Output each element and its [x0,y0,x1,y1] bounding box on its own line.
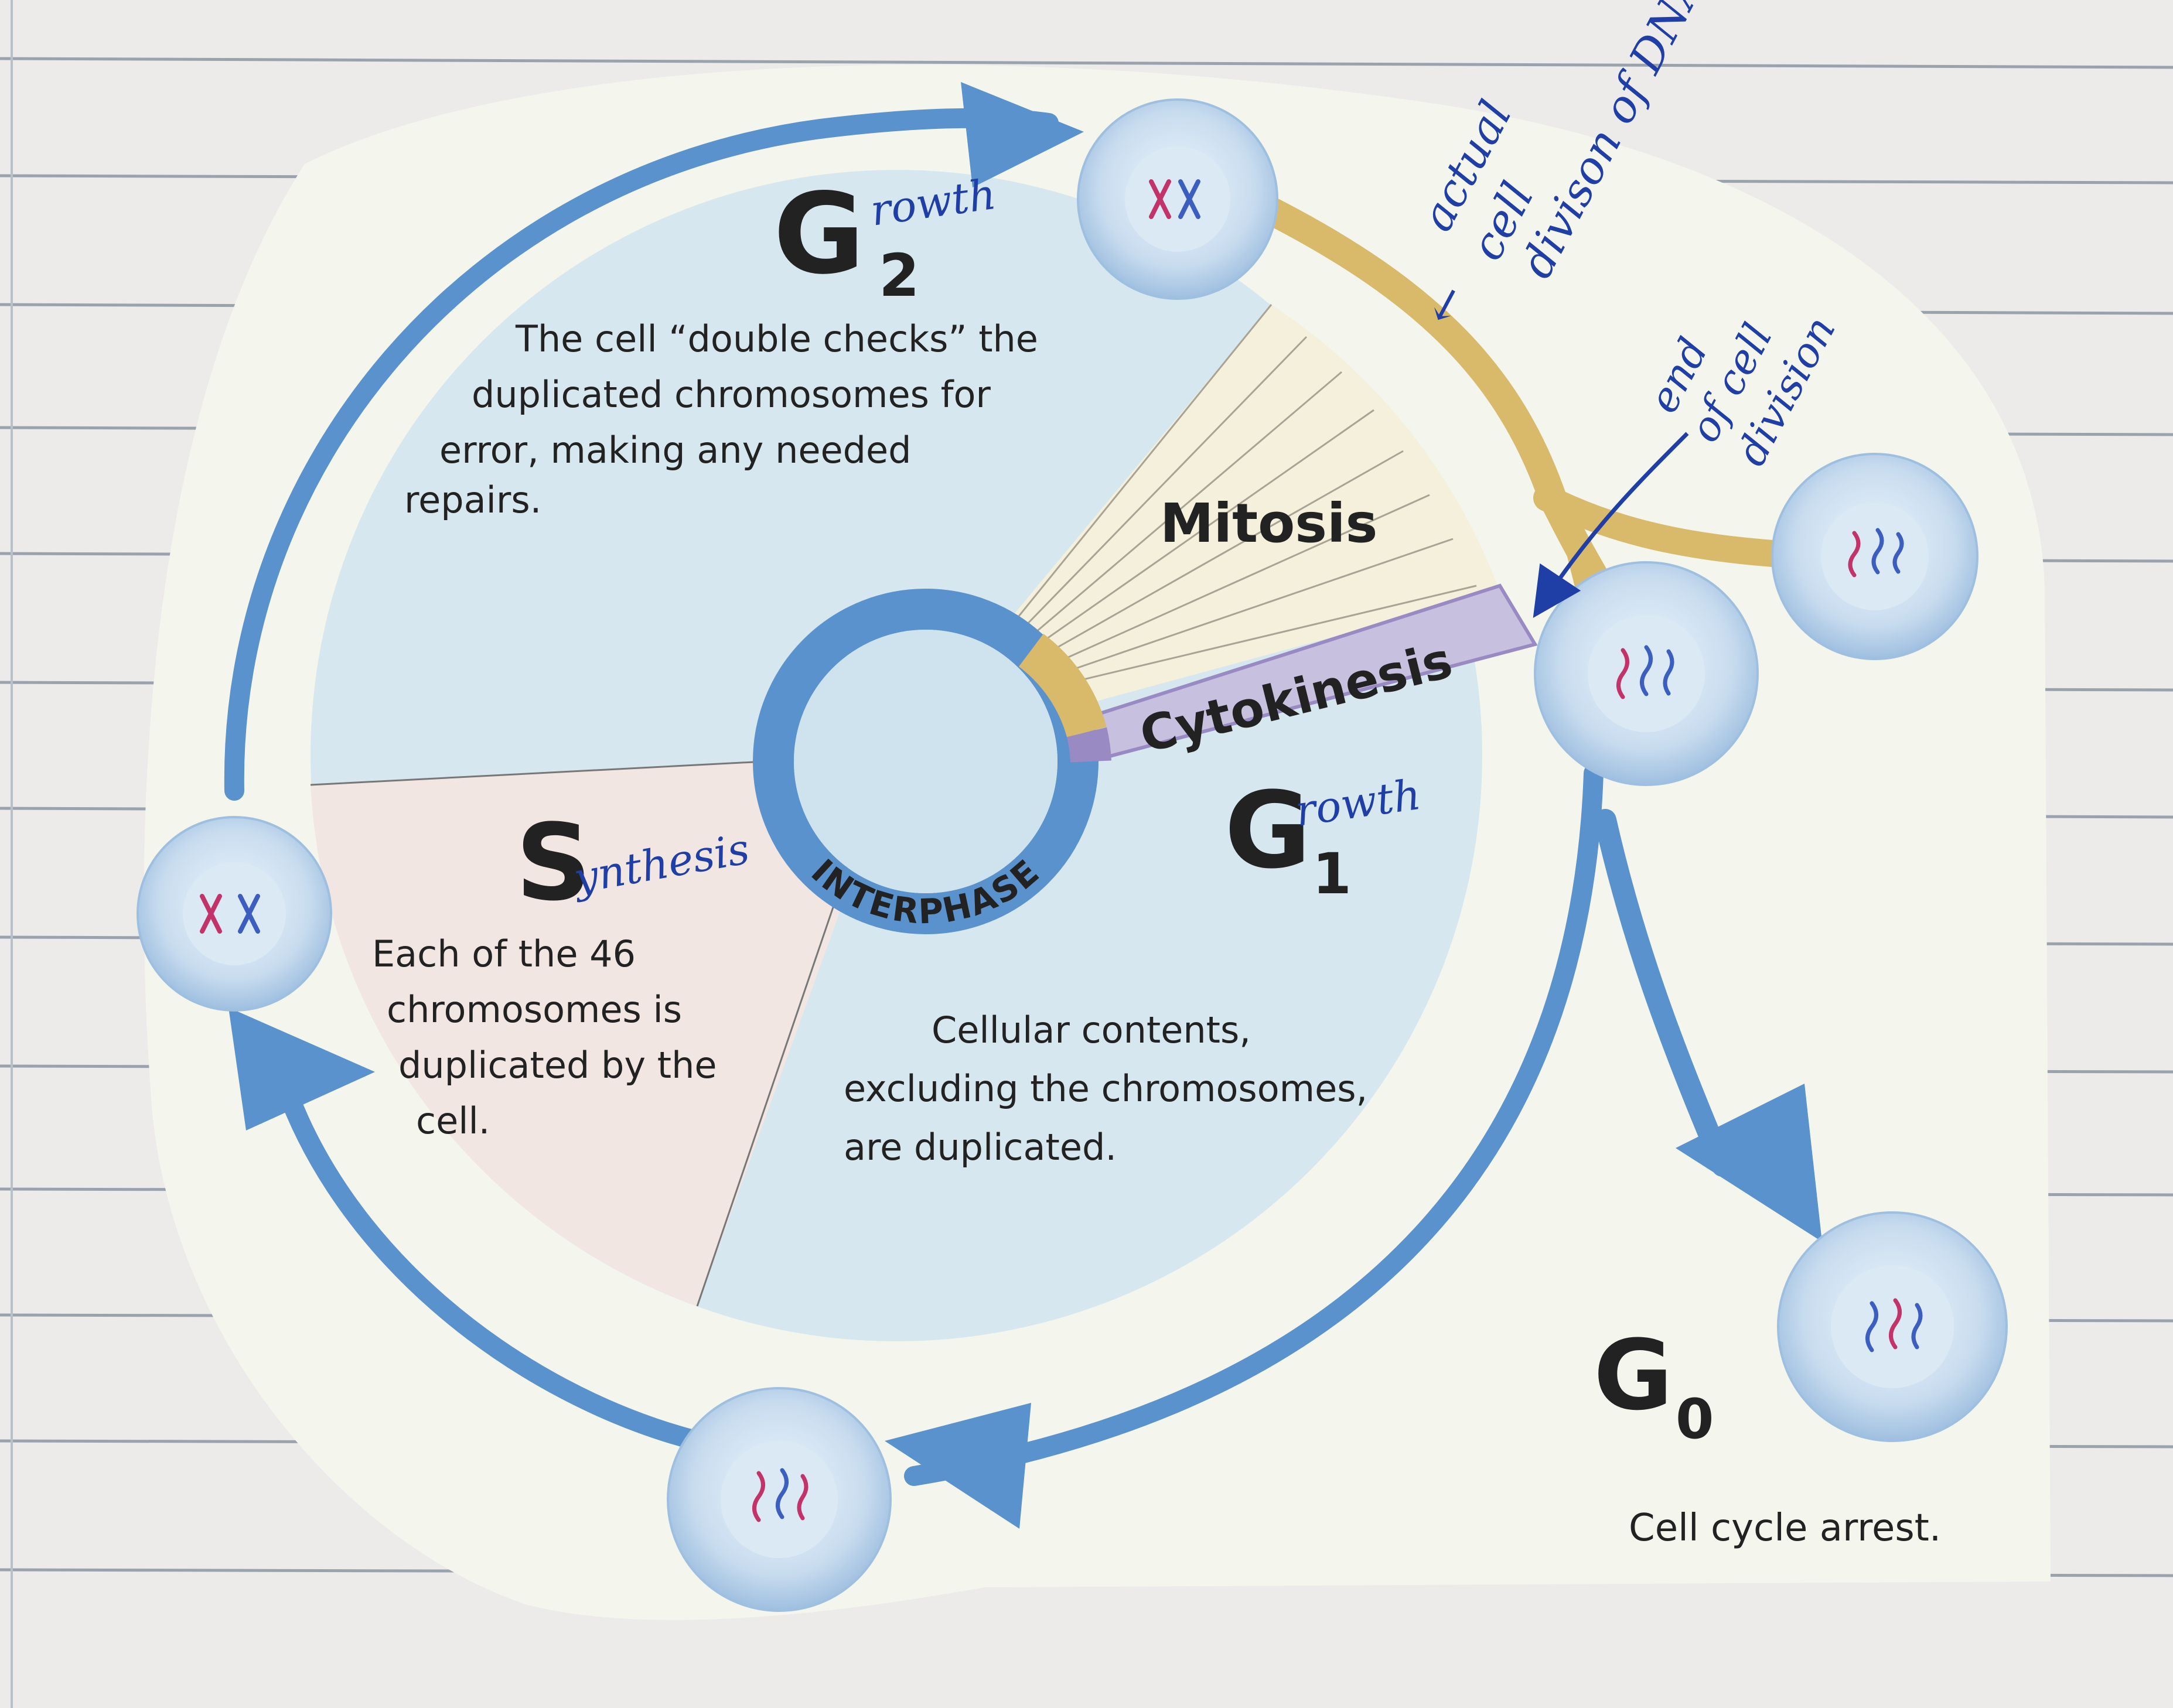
interphase-ring-cytokinesis-segment [1066,727,1111,763]
arrowhead-to-bottom-cell [885,1403,1031,1529]
cycle-arc-g1 [904,763,1604,1486]
g2-subscript: 2 [879,241,920,310]
g1-description-line: Cellular contents, [932,1009,1251,1051]
s-description-line: cell. [416,1099,490,1142]
chromosome-strands-icon [752,1468,809,1522]
cell-daughter-right [1771,453,1978,660]
s-description-line: chromosomes is [387,988,682,1031]
cell-daughter-lower [1534,561,1759,786]
g0-label: G [1594,1319,1673,1432]
s-label: S [516,802,592,924]
cycle-arc-s [265,1044,707,1451]
s-phase-sector [311,756,896,1306]
cell-bottom [667,1387,892,1612]
handwritten-pointer-arrow [1533,432,1689,618]
g0-subscript: 0 [1676,1388,1714,1451]
g2-description: The cell “double checks” the duplicated … [404,317,1038,521]
g2-description-line: The cell “double checks” the [515,317,1038,360]
cell-g0 [1777,1211,2008,1442]
cell-nucleus [183,862,286,965]
cycle-arc-g2 [224,108,1059,801]
g1-description-line: are duplicated. [844,1126,1117,1169]
cell-nucleus [1125,146,1230,252]
g2-description-line: duplicated chromosomes for [472,373,991,416]
g1-description: Cellular contents, excluding the chromos… [844,1009,1367,1169]
arrowhead-to-left-cell [228,1007,375,1130]
mitosis-label: Mitosis [1160,492,1377,555]
mitosis-rays [995,304,1477,692]
g1-label: G [1224,770,1311,892]
g2-description-line: repairs. [404,479,541,521]
g2-label: G [773,169,865,299]
interphase-center [794,630,1057,893]
chromosome-pair-icon [1149,179,1200,219]
arrowhead-to-g0-cell [1676,1084,1822,1242]
cell-left [137,816,332,1012]
s-description-line: duplicated by the [398,1044,717,1087]
chromosome-strands-icon [1616,645,1674,699]
g0-description: Cell cycle arrest. [1629,1507,1941,1550]
arrowhead-to-top-cell [961,82,1084,187]
s-description: Each of the 46 chromosomes is duplicated… [372,932,717,1142]
g0-branch-arrow [1594,809,1734,1177]
interphase-ring-mitosis-segment [1018,634,1107,738]
g1-description-line: excluding the chromosomes, [844,1067,1367,1110]
chromosome-pair-icon [200,894,260,934]
chromosome-strands-icon [1865,1298,1923,1352]
cell-top [1077,98,1278,300]
g2-description-line: error, making any needed [439,429,912,472]
chromosome-strands-icon [1848,528,1904,578]
s-description-line: Each of the 46 [372,932,636,975]
g1-subscript: 1 [1312,841,1352,907]
